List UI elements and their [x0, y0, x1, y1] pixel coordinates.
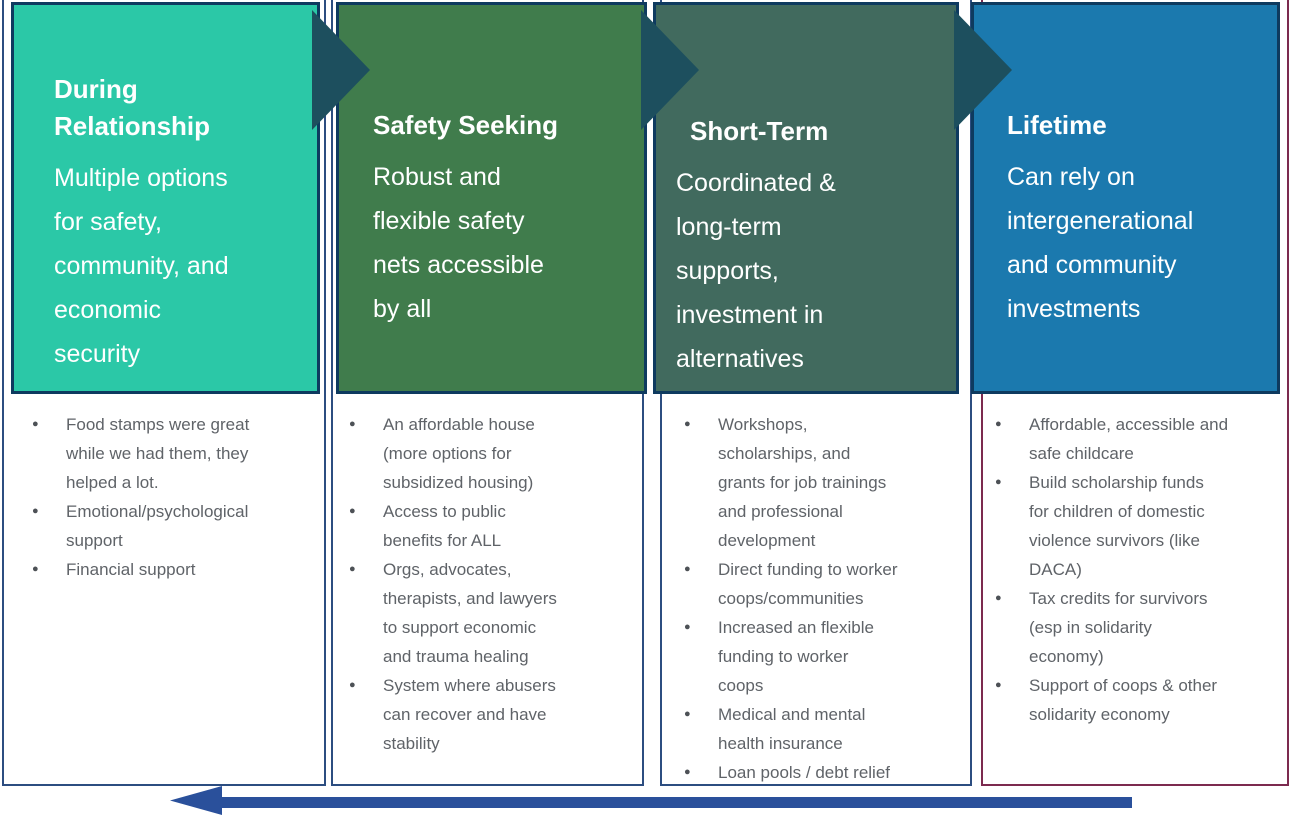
bullet-item: System where abusers can recover and hav…	[349, 671, 635, 758]
bullet-item: Orgs, advocates, therapists, and lawyers…	[349, 555, 635, 671]
timeline-arrowhead-left-icon	[170, 786, 222, 815]
header-title: Lifetime	[1007, 110, 1107, 140]
bullet-item: Food stamps were great while we had them…	[32, 410, 318, 497]
header-subtitle: Coordinated & long-term supports, invest…	[676, 169, 836, 373]
header-title: Safety Seeking	[373, 110, 558, 140]
header-box: Lifetime Can rely on intergenerational a…	[971, 2, 1280, 394]
bullet-list: Affordable, accessible and safe childcar…	[983, 410, 1285, 729]
bullet-item: Medical and mental health insurance	[684, 700, 966, 758]
bullet-list: Food stamps were great while we had them…	[4, 410, 318, 584]
bullet-item: Financial support	[32, 555, 318, 584]
bullet-item: Access to public benefits for ALL	[349, 497, 635, 555]
bullet-item: Loan pools / debt relief	[684, 758, 966, 787]
header-subtitle: Robust and flexible safety nets accessib…	[373, 163, 544, 323]
bullet-item: Emotional/psychological support	[32, 497, 318, 555]
header-subtitle: Multiple options for safety, community, …	[54, 164, 229, 368]
bullet-item: Affordable, accessible and safe childcar…	[995, 410, 1285, 468]
header-title: Short-Term	[690, 116, 829, 146]
bullet-item: Support of coops & other solidarity econ…	[995, 671, 1285, 729]
header-box: Safety Seeking Robust and flexible safet…	[336, 2, 647, 394]
bullet-item: Increased an flexible funding to worker …	[684, 613, 966, 700]
bullet-list: An affordable house (more options for su…	[333, 410, 635, 758]
bullet-item: Direct funding to worker coops/communiti…	[684, 555, 966, 613]
bullet-item: Workshops, scholarships, and grants for …	[684, 410, 966, 555]
header-box: Short-Term Coordinated & long-term suppo…	[653, 2, 959, 394]
bullet-item: An affordable house (more options for su…	[349, 410, 635, 497]
bullet-list: Workshops, scholarships, and grants for …	[662, 410, 966, 787]
timeline-arrow-bar	[216, 797, 1132, 808]
header-title: During Relationship	[54, 74, 211, 141]
bullet-item: Tax credits for survivors (esp in solida…	[995, 584, 1285, 671]
header-box: During Relationship Multiple options for…	[11, 2, 320, 394]
bullet-item: Build scholarship funds for children of …	[995, 468, 1285, 584]
header-subtitle: Can rely on intergenerational and commun…	[1007, 163, 1194, 323]
